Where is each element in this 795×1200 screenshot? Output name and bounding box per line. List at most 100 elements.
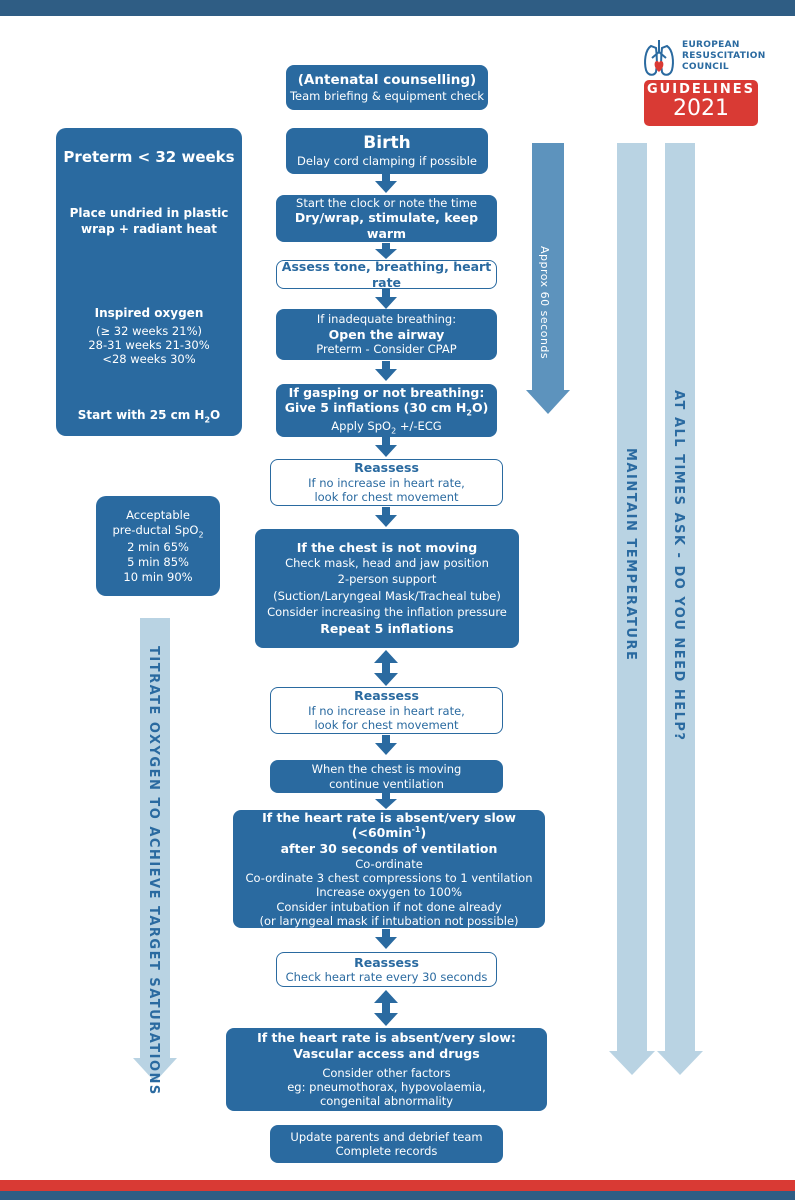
airway-line2: Open the airway [328,326,445,342]
guidelines-badge: GUIDELINES 2021 [644,80,758,126]
approx-60-seconds-label: Approx 60 seconds [538,246,551,360]
spo2-row-3: 10 min 90% [123,570,193,584]
inflations-line1: If gasping or not breathing: [288,384,485,400]
chest-not-moving-box: If the chest is not moving Check mask, h… [255,529,519,648]
start-clock-line2: Dry/wrap, stimulate, keep warm [294,210,479,241]
inflations-line2-pre: Give 5 inflations (30 cm H [284,400,467,416]
arrow-moving-to-hr [375,793,397,809]
bottom-red-bar [0,1180,795,1191]
start-pressure-pre: Start with 25 cm H [77,408,205,422]
hr-slow-title-pre: If the heart rate is absent/very slow (<… [262,809,516,841]
drugs-line-1: Consider other factors [322,1065,451,1080]
double-arrow-2 [374,990,398,1026]
chest-line-1: Check mask, head and jaw position [285,555,489,570]
chest-line-3: (Suction/Laryngeal Mask/Tracheal tube) [273,588,501,603]
start-pressure-post: O [210,408,221,422]
erc-logo: EUROPEAN RESUSCITATION COUNCIL GUIDELINE… [640,36,765,128]
ask-for-help-arrow [657,143,703,1075]
chest-not-moving-title: If the chest is not moving [296,540,478,556]
bottom-blue-bar [0,1191,795,1200]
arrow-birth-to-clock [375,173,397,193]
guidelines-year: 2021 [673,96,729,121]
maintain-temperature-arrow [609,143,655,1075]
chest-moving-line1: When the chest is moving [311,762,462,777]
airway-box: If inadequate breathing: Open the airway… [276,309,497,360]
erc-name-line2: RESUSCITATION [682,50,766,61]
oxygen-line-3: <28 weeks 30% [102,352,196,366]
hr-slow-title-sup: -1 [411,825,421,835]
reassess3-line1: Check heart rate every 30 seconds [285,970,488,985]
oxygen-line-2: 28-31 weeks 21-30% [88,338,210,352]
approx-60-seconds-arrow [526,143,570,414]
preterm-wrap-line2: wrap + radiant heat [81,222,217,236]
start-pressure-sub: 2 [204,415,211,425]
hr-line-4: Consider intubation if not done already [276,899,502,914]
birth-sub: Delay cord clamping if possible [297,154,477,169]
update-line2: Complete records [335,1144,438,1158]
spo2-row-1: 2 min 65% [127,540,189,554]
chest-line-2: 2-person support [337,572,437,587]
preterm-wrap-line1: Place undried in plastic [69,206,229,220]
erc-name-line1: EUROPEAN [682,40,740,50]
birth-box: Birth Delay cord clamping if possible [286,128,488,174]
arrow-reassess-to-chest [375,507,397,527]
reassess2-title: Reassess [354,688,419,704]
hr-line-3: Increase oxygen to 100% [315,885,462,900]
spo2-line1: Acceptable [126,508,190,522]
antenatal-sub: Team briefing & equipment check [289,88,485,103]
hr-slow-title2: after 30 seconds of ventilation [280,840,498,856]
drugs-title1: If the heart rate is absent/very slow: [257,1030,516,1046]
lungs-heart-icon [644,40,674,76]
antenatal-title: (Antenatal counselling) [297,71,477,88]
reassess1-title: Reassess [354,460,419,476]
titrate-oxygen-label: TITRATE OXYGEN TO ACHIEVE TARGET SATURAT… [146,646,161,1096]
inspired-oxygen-title: Inspired oxygen [94,306,204,320]
start-clock-line1: Start the clock or note the time [296,195,477,210]
drugs-title2: Vascular access and drugs [293,1045,480,1061]
inflations-line2-sub: 2 [466,408,472,418]
assess-box: Assess tone, breathing, heart rate [276,258,497,290]
reassess1-line2: look for chest movement [314,490,459,505]
reassess2-line2: look for chest movement [314,718,459,733]
inflations-line3-sub: 2 [391,426,397,436]
hr-slow-title-post: ) [420,825,427,841]
reassess-box-1: Reassess If no increase in heart rate, l… [270,459,503,506]
arrow-assess-to-airway [375,289,397,309]
arrow-airway-to-inflations [375,361,397,381]
reassess-box-3: Reassess Check heart rate every 30 secon… [276,952,497,987]
airway-line1: If inadequate breathing: [316,312,457,327]
drugs-box: If the heart rate is absent/very slow: V… [226,1028,547,1111]
inflations-line3-pre: Apply SpO [331,418,392,433]
chest-moving-line2: continue ventilation [329,776,444,791]
chest-not-moving-footer: Repeat 5 inflations [320,621,454,637]
hr-line-1: Co-ordinate [355,856,423,871]
antenatal-box: (Antenatal counselling) Team briefing & … [286,65,488,110]
spo2-line2-sub: 2 [198,530,204,540]
spo2-row-2: 5 min 85% [127,555,189,569]
reassess-box-2: Reassess If no increase in heart rate, l… [270,687,503,734]
airway-line3: Preterm - Consider CPAP [316,342,457,357]
top-border-bar [0,0,795,16]
preterm-title: Preterm < 32 weeks [63,148,235,166]
drugs-line-3: congenital abnormality [319,1094,454,1109]
ask-for-help-label: AT ALL TIMES ASK - DO YOU NEED HELP? [671,390,686,742]
inflations-line2-post: O) [471,400,489,416]
reassess3-title: Reassess [354,954,419,970]
chest-line-4: Consider increasing the inflation pressu… [267,604,507,619]
birth-title: Birth [363,133,411,154]
reassess1-line1: If no increase in heart rate, [308,475,465,490]
maintain-temperature-label: MAINTAIN TEMPERATURE [623,448,638,662]
guidelines-label: GUIDELINES [647,82,755,97]
drugs-line-2: eg: pneumothorax, hypovolaemia, [287,1079,486,1094]
chest-moving-box: When the chest is moving continue ventil… [270,760,503,793]
start-pressure: Start with 25 cm H2O [56,408,242,426]
start-clock-box: Start the clock or note the time Dry/wra… [276,195,497,242]
spo2-line2-text: pre-ductal SpO [112,523,199,537]
double-arrow-1 [374,650,398,686]
inflations-line3-post: +/-ECG [396,418,442,433]
inflations-line3: Apply SpO2 +/-ECG [331,419,441,436]
hr-line-2: Co-ordinate 3 chest compressions to 1 ve… [245,870,533,885]
spo2-line2: pre-ductal SpO2 [96,523,220,541]
assess-text: Assess tone, breathing, heart rate [281,258,492,290]
